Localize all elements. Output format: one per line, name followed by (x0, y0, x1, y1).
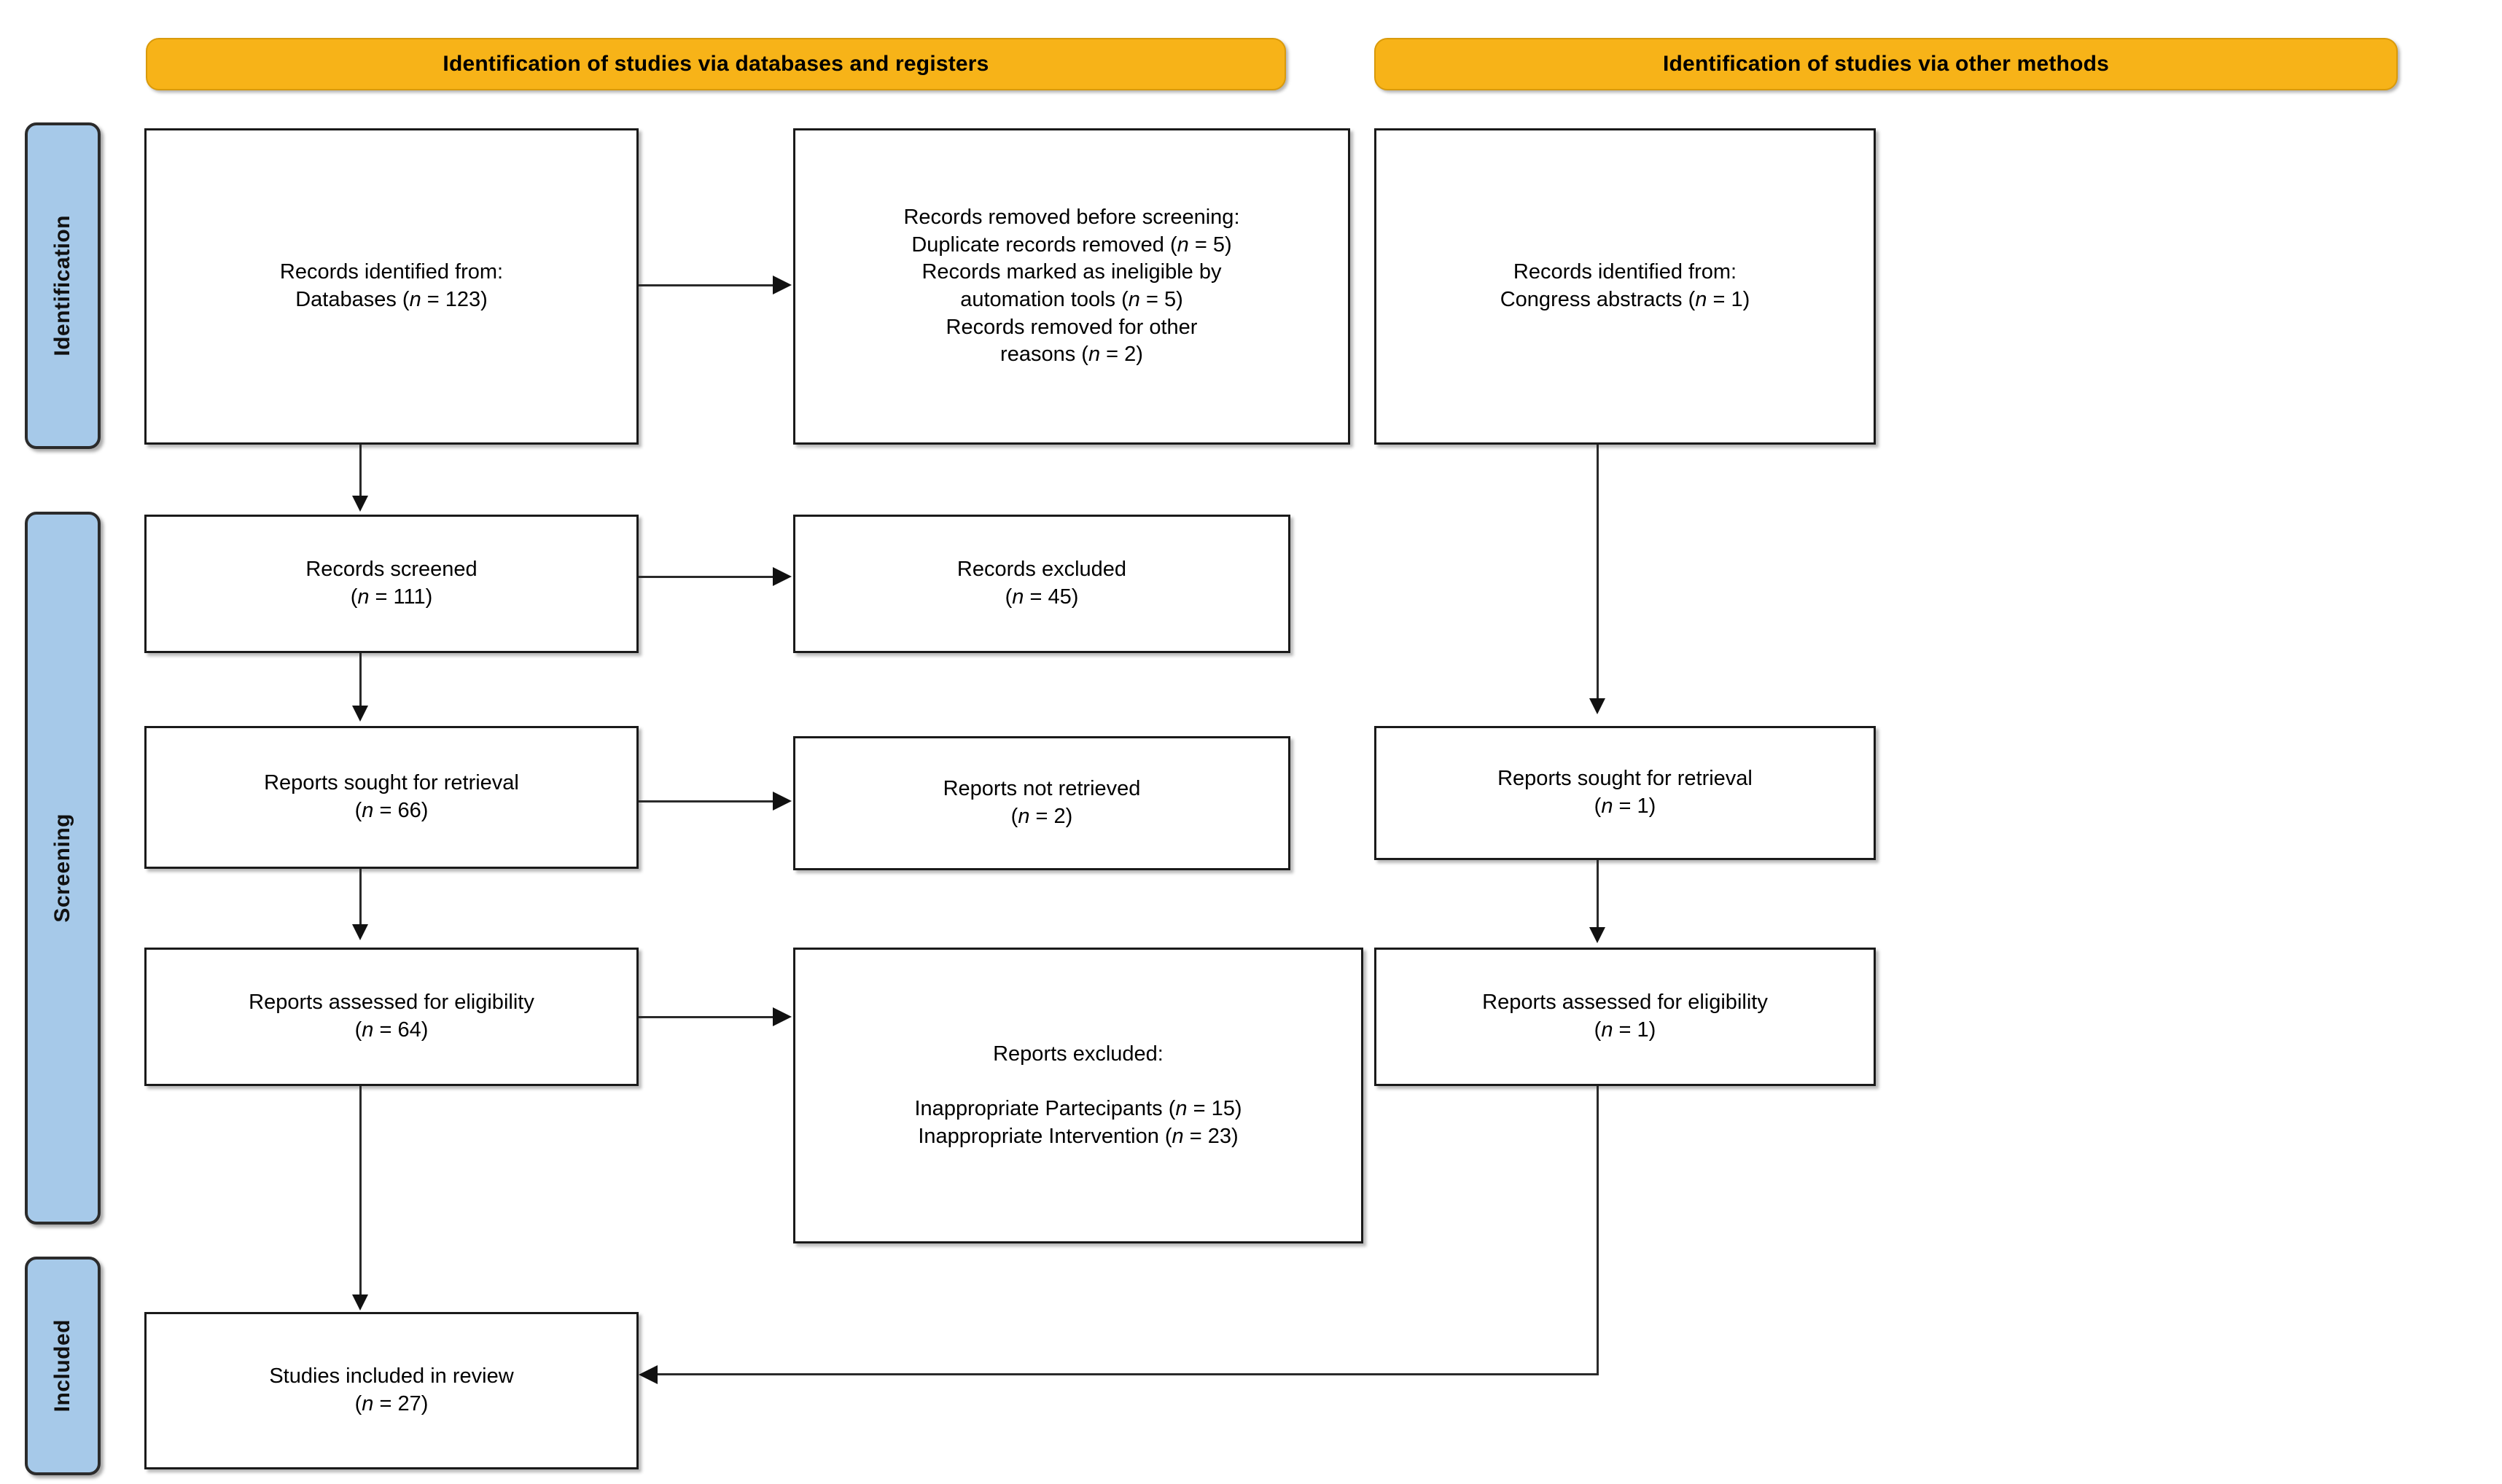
arrow-screened-to-sought (352, 706, 368, 722)
connector-sought-to-not-retrieved (639, 800, 774, 802)
box-reports-not-retrieved-text: Reports not retrieved(n = 2) (943, 777, 1141, 828)
connector-sought-to-assessed-right (1597, 860, 1599, 930)
box-studies-included-in-review-text: Studies included in review(n = 27) (269, 1364, 514, 1415)
box-records-identified-databases-text: Records identified from:Databases (n = 1… (279, 260, 504, 311)
arrow-assessed-to-reports-excluded (773, 1007, 792, 1026)
connector-assessed-to-reports-excluded (639, 1016, 774, 1018)
stage-label-screening-text: Screening (50, 813, 74, 923)
arrow-other-identified-to-sought (1589, 698, 1605, 714)
box-reports-not-retrieved: Reports not retrieved(n = 2) (793, 736, 1290, 870)
arrow-assessed-to-included (352, 1294, 368, 1311)
stage-label-identification: Identification (25, 122, 101, 449)
arrow-right-assessed-to-included (639, 1365, 658, 1384)
box-records-identified-other-methods-text: Records identified from:Congress abstrac… (1500, 260, 1750, 311)
box-reports-excluded: Reports excluded:Inappropriate Partecipa… (793, 948, 1363, 1243)
arrow-screened-to-excluded (773, 567, 792, 586)
connector-sought-to-assessed-left (359, 869, 362, 926)
box-reports-sought-left-text: Reports sought for retrieval(n = 66) (264, 771, 519, 822)
connector-identified-to-removed (639, 284, 774, 286)
box-reports-assessed-right: Reports assessed for eligibility(n = 1) (1374, 948, 1876, 1086)
stage-label-included: Included (25, 1257, 101, 1475)
stage-label-identification-text: Identification (50, 215, 74, 356)
stage-label-screening: Screening (25, 512, 101, 1225)
box-reports-sought-left: Reports sought for retrieval(n = 66) (144, 726, 639, 869)
connector-screened-to-sought (359, 653, 362, 707)
box-reports-excluded-text: Reports excluded:Inappropriate Partecipa… (914, 1042, 1242, 1148)
box-records-identified-databases: Records identified from:Databases (n = 1… (144, 128, 639, 445)
header-banner-databases: Identification of studies via databases … (146, 38, 1286, 90)
box-reports-assessed-right-text: Reports assessed for eligibility(n = 1) (1482, 991, 1768, 1042)
box-records-screened-text: Records screened(n = 111) (305, 558, 478, 609)
box-reports-sought-right: Reports sought for retrieval(n = 1) (1374, 726, 1876, 860)
arrow-identified-to-removed (773, 276, 792, 294)
box-records-screened: Records screened(n = 111) (144, 515, 639, 653)
stage-label-included-text: Included (50, 1319, 74, 1413)
box-reports-sought-right-text: Reports sought for retrieval(n = 1) (1497, 767, 1753, 818)
arrow-sought-to-not-retrieved (773, 792, 792, 811)
box-records-excluded: Records excluded(n = 45) (793, 515, 1290, 653)
connector-other-identified-to-sought (1597, 445, 1599, 700)
connector-right-assessed-down (1597, 1086, 1599, 1374)
box-reports-assessed-left: Reports assessed for eligibility(n = 64) (144, 948, 639, 1086)
connector-assessed-to-included (359, 1086, 362, 1297)
header-banner-other-methods: Identification of studies via other meth… (1374, 38, 2398, 90)
box-records-identified-other-methods: Records identified from:Congress abstrac… (1374, 128, 1876, 445)
arrow-sought-to-assessed-left (352, 924, 368, 940)
arrow-sought-to-assessed-right (1589, 927, 1605, 943)
header-banner-other-methods-label: Identification of studies via other meth… (1663, 52, 2109, 76)
box-records-excluded-text: Records excluded(n = 45) (956, 558, 1127, 609)
arrow-identified-to-screened (352, 496, 368, 512)
connector-right-assessed-left (656, 1373, 1599, 1375)
header-banner-databases-label: Identification of studies via databases … (443, 52, 989, 76)
connector-screened-to-excluded (639, 576, 774, 578)
box-records-removed-before-screening: Records removed before screening:Duplica… (793, 128, 1350, 445)
box-reports-assessed-left-text: Reports assessed for eligibility(n = 64) (249, 991, 534, 1042)
connector-identified-to-screened (359, 445, 362, 497)
box-records-removed-before-screening-text: Records removed before screening:Duplica… (903, 205, 1240, 367)
box-studies-included-in-review: Studies included in review(n = 27) (144, 1312, 639, 1469)
